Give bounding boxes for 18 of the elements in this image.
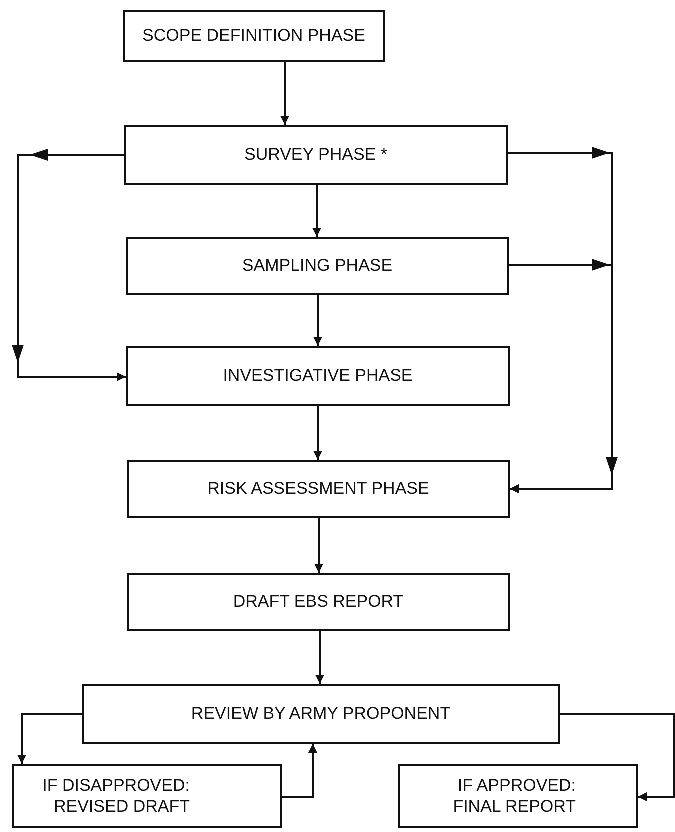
process-box [126, 346, 510, 406]
process-box [82, 684, 560, 744]
process-box [127, 573, 510, 631]
box-label: SAMPLING PHASE [242, 255, 393, 277]
process-box [123, 10, 385, 62]
box-label: IF APPROVED: FINAL REPORT [452, 774, 576, 818]
box-label: SURVEY PHASE * [244, 144, 388, 166]
process-box [126, 237, 509, 295]
box-label: DRAFT EBS REPORT [233, 591, 404, 613]
box-label: RISK ASSESSMENT PHASE [208, 478, 430, 500]
process-box [12, 764, 282, 828]
process-box [127, 460, 510, 518]
box-label: REVIEW BY ARMY PROPONENT [191, 703, 451, 725]
process-box [398, 764, 638, 828]
box-label: IF DISAPPROVED: REVISED DRAFT [42, 774, 190, 818]
box-label: SCOPE DEFINITION PHASE [142, 25, 366, 47]
process-box [124, 125, 508, 185]
box-label: INVESTIGATIVE PHASE [223, 365, 413, 387]
